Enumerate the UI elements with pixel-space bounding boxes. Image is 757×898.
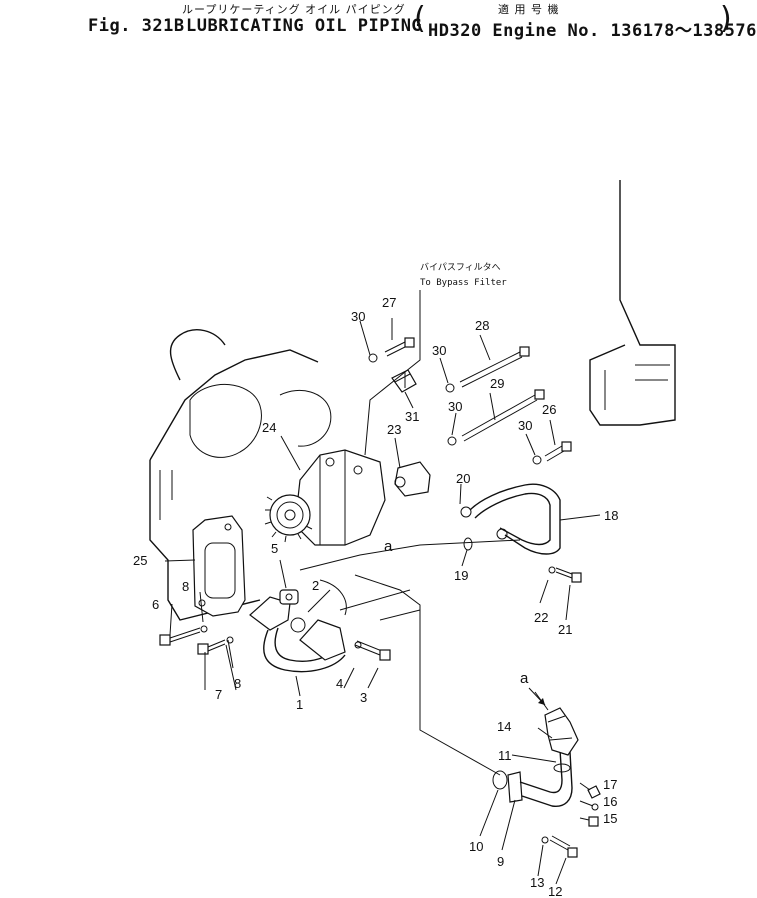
callout-20: 20	[456, 471, 470, 486]
bolt-3	[354, 640, 391, 661]
callout-27: 27	[382, 295, 396, 310]
bypass-routing-line	[364, 290, 421, 456]
callout-26: 26	[542, 402, 556, 417]
callout-19: 19	[454, 568, 468, 583]
applicability-text: HD320 Engine No. 136178～138576	[428, 21, 757, 41]
gasket-5	[279, 589, 299, 605]
callout-30-d: 30	[518, 418, 532, 433]
bracket-bolts-15-17	[587, 785, 601, 827]
parts-diagram-page: ループリケーティング オイル パイピング Fig. 321B LUBRICATI…	[88, 1, 756, 898]
elbow-23	[394, 461, 431, 497]
callout-7: 7	[215, 687, 222, 702]
page-title: LUBRICATING OIL PIPING	[186, 16, 423, 36]
pipe-9	[492, 749, 573, 807]
callout-28: 28	[475, 318, 489, 333]
callout-29: 29	[490, 376, 504, 391]
bolt-7	[197, 636, 234, 655]
callout-12: 12	[548, 884, 562, 898]
callout-11: 11	[498, 748, 512, 763]
bypass-note-english: To Bypass Filter	[420, 278, 507, 288]
callout-21: 21	[558, 622, 572, 637]
bypass-note-japanese: バイパスフィルタへ	[420, 262, 501, 273]
callout-9: 9	[497, 854, 504, 869]
bolt-29	[447, 389, 545, 446]
callout-15: 15	[603, 811, 617, 826]
pipe-1	[249, 596, 346, 673]
bolt-6	[159, 625, 208, 646]
leader-lines	[164, 318, 601, 885]
title-japanese: ループリケーティング オイル パイピング	[182, 3, 406, 16]
callout-3: 3	[360, 690, 367, 705]
callout-6: 6	[152, 597, 159, 612]
callout-1: 1	[296, 697, 303, 712]
o-ring-19	[463, 537, 473, 551]
callout-13: 13	[530, 875, 544, 890]
callout-4: 4	[336, 676, 343, 691]
figure-label: Fig. 321B	[88, 16, 185, 36]
hose-18	[460, 483, 561, 555]
callout-31: 31	[405, 409, 419, 424]
callout-23: 23	[387, 422, 401, 437]
callout-18: 18	[604, 508, 618, 523]
callout-2: 2	[312, 578, 319, 593]
callout-14: 14	[497, 719, 511, 734]
detail-marker-a-target: a	[520, 670, 529, 687]
callout-30-a: 30	[351, 309, 365, 324]
close-paren: )	[720, 1, 732, 36]
exploded-view-drawing: バイパスフィルタへ To Bypass Filter a a 1 2 3 4 5…	[133, 180, 676, 898]
applicability-japanese: 適 用 号 機	[498, 3, 560, 16]
oil-pump-24	[264, 449, 386, 546]
detail-arrowhead	[538, 698, 545, 705]
callout-10: 10	[469, 839, 483, 854]
bolt-27	[368, 337, 415, 363]
bolt-28	[445, 346, 530, 393]
adapter-31	[391, 369, 417, 393]
callout-24: 24	[262, 420, 276, 435]
callout-5: 5	[271, 541, 278, 556]
elbow-14	[544, 707, 579, 756]
callout-8-lower: 8	[234, 676, 241, 691]
callout-30-b: 30	[432, 343, 446, 358]
bolt-12	[541, 835, 578, 858]
gasket-25	[192, 515, 246, 617]
callout-22: 22	[534, 610, 548, 625]
callout-25: 25	[133, 553, 147, 568]
engine-housing-outline	[149, 180, 676, 621]
routing-line	[354, 574, 501, 776]
detail-marker-a: a	[384, 538, 393, 555]
callout-16: 16	[603, 794, 617, 809]
callout-17: 17	[603, 777, 617, 792]
bolt-21	[548, 566, 582, 583]
open-paren: (	[414, 1, 426, 36]
callout-30-c: 30	[448, 399, 462, 414]
callout-8-upper: 8	[182, 579, 189, 594]
bolt-26	[532, 441, 572, 465]
